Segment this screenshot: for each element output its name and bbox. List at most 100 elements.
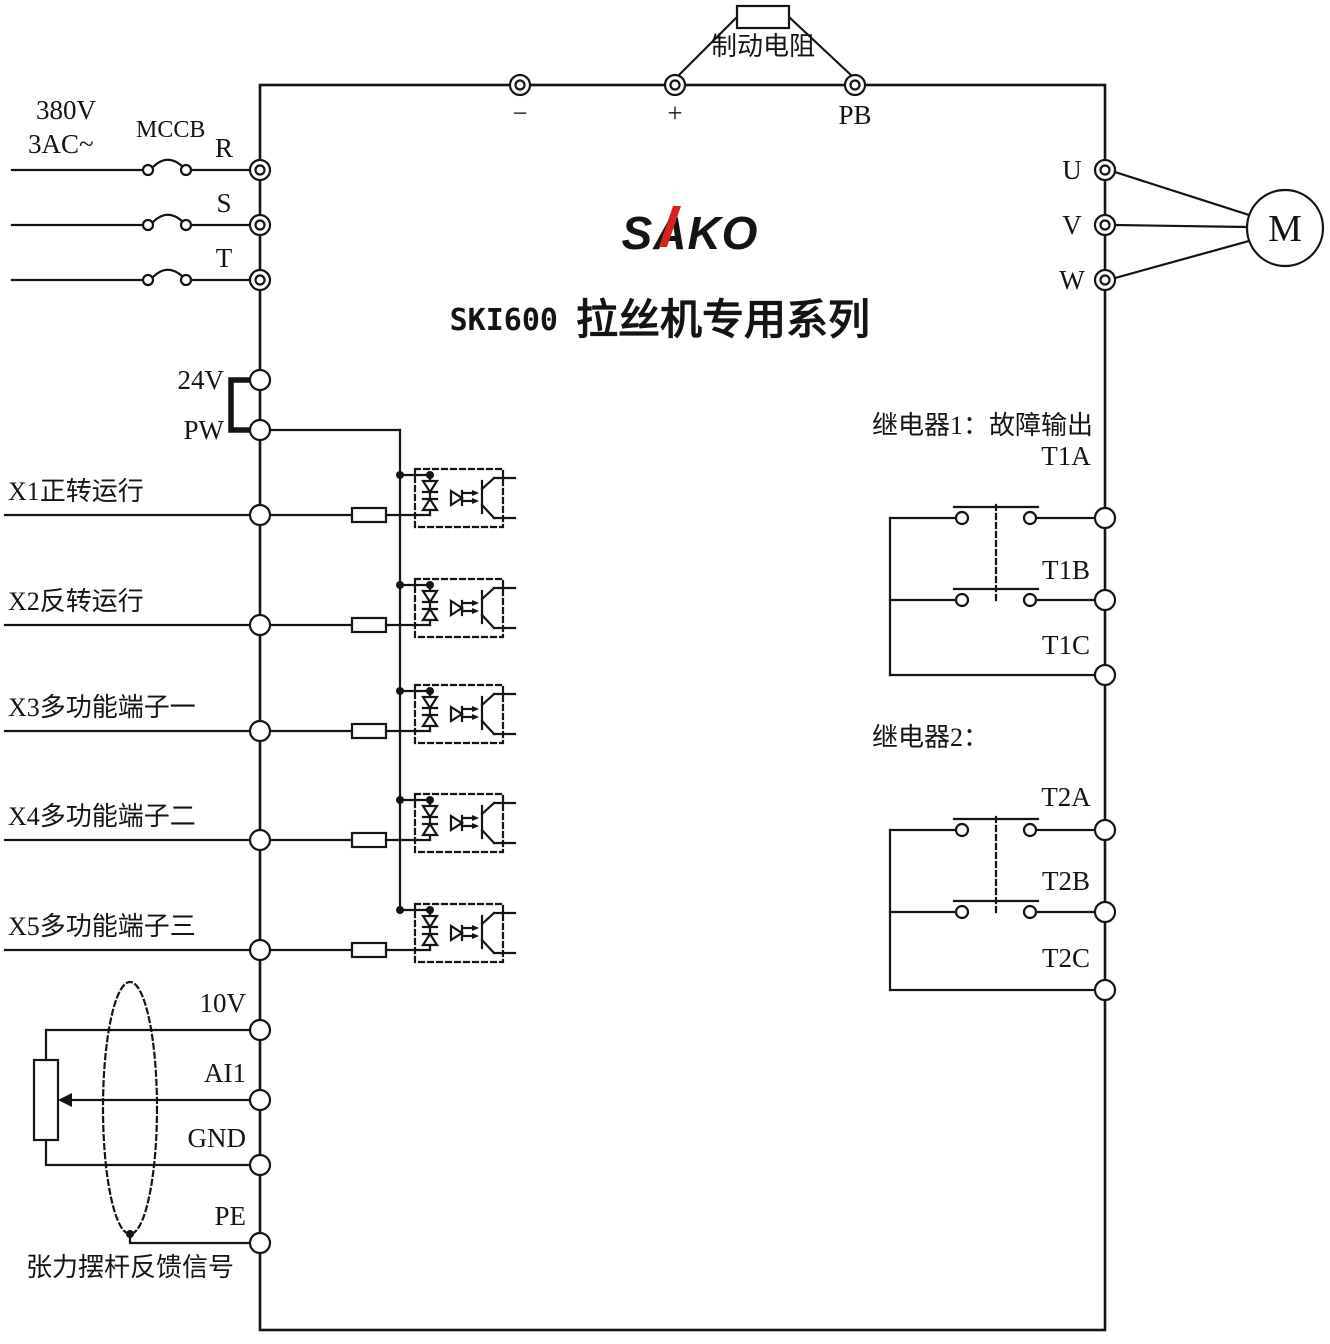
- t1b-label: T1B: [1042, 555, 1090, 585]
- t1c-label: T1C: [1042, 630, 1090, 660]
- input-row-x1: X1正转运行: [3, 467, 517, 529]
- pe-label: PE: [214, 1201, 246, 1231]
- phase-s-wire: S: [10, 188, 252, 232]
- mains-input-section: 380V 3AC~ MCCB R S T: [10, 95, 272, 292]
- phase-v-label: V: [1062, 210, 1082, 240]
- logo-text: SAKO: [622, 207, 759, 259]
- x1-optocoupler: [413, 467, 517, 529]
- analog-input-section: 10V AI1 GND PE 张力摆杆反馈信号: [26, 980, 272, 1282]
- brake-resistor-symbol: [735, 4, 791, 30]
- model-text: SKI600: [450, 303, 558, 338]
- terminal-s: [248, 213, 272, 237]
- terminal-24v: [248, 368, 272, 392]
- t2b-label: T2B: [1042, 866, 1090, 896]
- v10-label: 10V: [200, 988, 247, 1018]
- phase-w-label: W: [1059, 265, 1085, 295]
- logo-accent: [659, 206, 681, 247]
- terminal-t2a: [1093, 818, 1117, 842]
- relay2-section: 继电器2： T2A T2B T2C: [872, 723, 1117, 1002]
- terminal-ai1: [248, 1088, 272, 1112]
- title: SKI600 拉丝机专用系列: [450, 297, 870, 344]
- x1-resistor: [350, 506, 388, 524]
- terminal-v: [1093, 213, 1117, 237]
- terminal-x4: [248, 828, 272, 852]
- series-text: 拉丝机专用系列: [576, 297, 870, 344]
- terminal-t1b: [1093, 588, 1117, 612]
- x5-resistor: [350, 941, 388, 959]
- digital-input-rows: X1正转运行 X2反转运行 X3多功能端子一: [3, 467, 517, 964]
- x3-label: X3多功能端子一: [8, 693, 196, 722]
- x1-label: X1正转运行: [8, 477, 144, 506]
- terminal-x1: [248, 503, 272, 527]
- x5-optocoupler: [413, 902, 517, 964]
- input-row-x2: X2反转运行: [3, 577, 517, 639]
- terminal-t2b: [1093, 900, 1117, 924]
- logo: SAKO: [622, 206, 759, 259]
- phase-r-label: R: [215, 133, 233, 163]
- ai1-label: AI1: [204, 1058, 246, 1088]
- input-row-x4: X4多功能端子二: [3, 792, 517, 854]
- motor-label: M: [1268, 208, 1302, 250]
- phase-u-label: U: [1062, 155, 1082, 185]
- x5-label: X5多功能端子三: [8, 912, 196, 941]
- terminal-x2: [248, 613, 272, 637]
- brake-resistor-section: 制动电阻: [676, 4, 854, 78]
- potentiometer-symbol: [32, 1058, 60, 1142]
- x4-resistor: [350, 831, 388, 849]
- relay1-header: 继电器1：故障输出: [872, 411, 1093, 440]
- t2a-label: T2A: [1041, 782, 1091, 812]
- terminal-pw: [248, 418, 272, 442]
- t2c-label: T2C: [1042, 943, 1090, 973]
- breaker-pole-r: [141, 158, 193, 177]
- phase-s-label: S: [216, 188, 231, 218]
- mains-system-label: 3AC~: [28, 129, 94, 159]
- motor-symbol: [1245, 188, 1325, 268]
- x2-resistor: [350, 616, 388, 634]
- mccb-label: MCCB: [136, 117, 205, 143]
- analog-caption: 张力摆杆反馈信号: [26, 1253, 234, 1282]
- dc-plus-label: +: [667, 98, 682, 128]
- terminal-gnd: [248, 1153, 272, 1177]
- brake-resistor-label: 制动电阻: [711, 32, 815, 61]
- input-row-x3: X3多功能端子一: [3, 683, 517, 745]
- relay1-section: 继电器1：故障输出 T1A T1B T1C: [872, 411, 1117, 687]
- terminal-t2c: [1093, 978, 1117, 1002]
- dc-minus-label: −: [512, 98, 527, 128]
- wiper-arrow-icon: [58, 1093, 72, 1107]
- relay2-header: 继电器2：: [872, 723, 989, 752]
- cable-shield-symbol: [101, 980, 159, 1236]
- motor-output-section: U V W M: [1059, 155, 1325, 295]
- x2-optocoupler: [413, 577, 517, 639]
- breaker-pole-s: [141, 213, 193, 232]
- pw-label: PW: [184, 415, 225, 445]
- x2-label: X2反转运行: [8, 587, 144, 616]
- pb-label: PB: [838, 100, 871, 130]
- input-row-x5: X5多功能端子三: [3, 902, 517, 964]
- x3-optocoupler: [413, 683, 517, 745]
- p24-label: 24V: [178, 365, 225, 395]
- terminal-t1a: [1093, 506, 1117, 530]
- control-supply-section: 24V PW: [178, 365, 402, 912]
- terminal-pb: [843, 73, 867, 97]
- breaker-pole-t: [141, 268, 193, 287]
- t1a-label: T1A: [1041, 441, 1091, 471]
- terminal-r: [248, 158, 272, 182]
- terminal-pe: [248, 1231, 272, 1255]
- phase-t-label: T: [216, 243, 233, 273]
- terminal-x3: [248, 719, 272, 743]
- x4-optocoupler: [413, 792, 517, 854]
- terminal-dc-minus: [508, 73, 532, 97]
- terminal-10v: [248, 1018, 272, 1042]
- terminal-t: [248, 268, 272, 292]
- terminal-dc-plus: [663, 73, 687, 97]
- x4-label: X4多功能端子二: [8, 802, 196, 831]
- terminal-t1c: [1093, 663, 1117, 687]
- phase-r-wire: R: [10, 133, 252, 177]
- gnd-label: GND: [188, 1123, 247, 1153]
- x3-resistor: [350, 722, 388, 740]
- inverter-box: [258, 83, 1107, 1332]
- mains-voltage-label: 380V: [36, 95, 97, 125]
- terminal-x5: [248, 938, 272, 962]
